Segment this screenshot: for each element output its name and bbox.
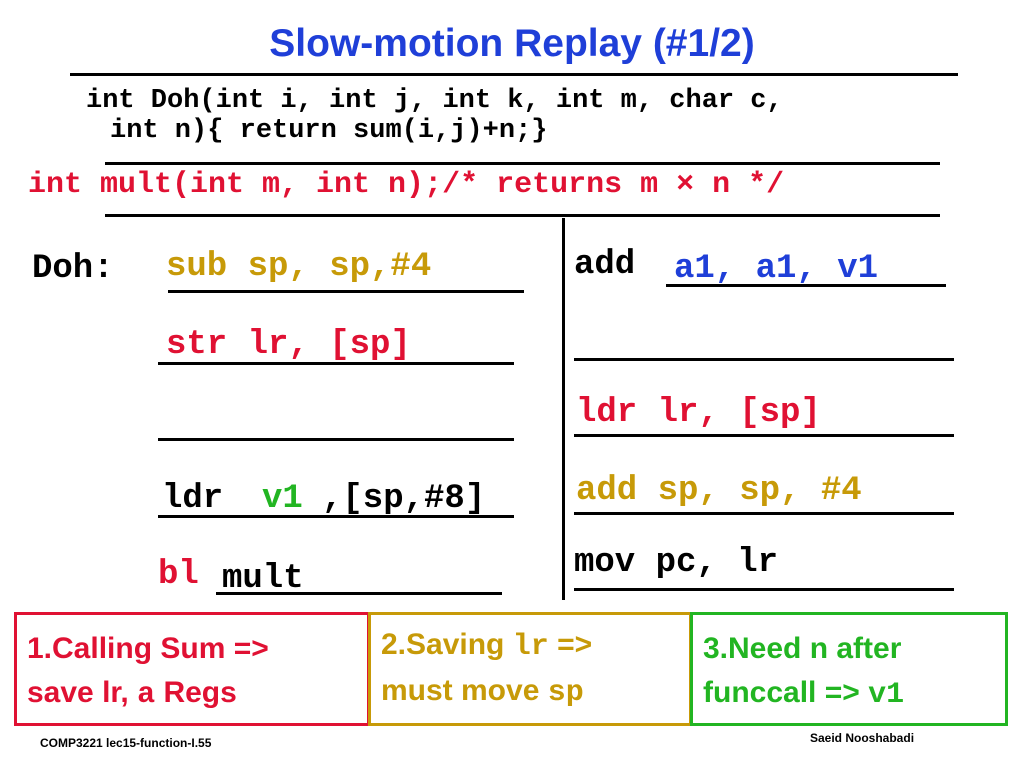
mult-prototype: int mult(int m, int n);/* returns m × n … xyxy=(28,168,785,202)
note2-line2-mono: sp xyxy=(547,676,584,710)
code-column-divider xyxy=(562,218,565,600)
note1-line2-mono: a xyxy=(137,678,156,712)
note1-line2-post: Regs xyxy=(155,676,237,709)
left-line5-blank xyxy=(216,592,502,595)
left-line4-op: ldr xyxy=(162,480,224,518)
left-line4-reg: v1 xyxy=(262,480,303,518)
doh-prototype-line1: int Doh(int i, int j, int k, int m, char… xyxy=(86,86,783,116)
left-line2-code: str lr, [sp] xyxy=(166,326,411,364)
note3-line2: funccall => v1 xyxy=(703,671,995,717)
note2-line2-pre: must move xyxy=(381,674,548,707)
note-box-need-n: 3.Need n after funccall => v1 xyxy=(690,612,1008,726)
right-line1-args: a1, a1, v1 xyxy=(674,250,879,288)
note2-line1-pre: 2.Saving xyxy=(381,628,513,661)
left-line1-blank xyxy=(168,290,524,293)
right-line3-blank xyxy=(574,434,954,437)
right-line5-code: mov pc, lr xyxy=(574,544,779,582)
right-line3-code: ldr lr, [sp] xyxy=(576,394,821,432)
left-line4-blank xyxy=(158,515,514,518)
left-line5-op: bl xyxy=(158,556,199,594)
right-line2-blank xyxy=(574,358,954,361)
note1-line1: 1.Calling Sum => xyxy=(27,632,269,665)
left-line2-blank xyxy=(158,362,514,365)
note3-line1: 3.Need n after xyxy=(703,632,902,665)
note-box-saving-lr: 2.Saving lr => must move sp xyxy=(368,612,692,726)
footer-course-label: COMP3221 lec15-function-I.55 xyxy=(40,736,212,750)
title-underline xyxy=(70,73,958,76)
note2-line2: must move sp xyxy=(381,669,679,715)
note2-line1-post: => xyxy=(548,628,593,661)
note3-line2-pre: funccall => xyxy=(703,676,869,709)
note-box-calling-sum: 1.Calling Sum => save lr, a Regs xyxy=(14,612,370,726)
right-line1-op: add xyxy=(574,246,636,284)
right-line5-blank xyxy=(574,588,954,591)
doh-label: Doh: xyxy=(32,250,114,288)
note1-line2: save lr, a Regs xyxy=(27,671,357,717)
note2-line1: 2.Saving lr => xyxy=(381,623,679,669)
right-line4-code: add sp, sp, #4 xyxy=(576,472,862,510)
left-line1-code: sub sp, sp,#4 xyxy=(166,248,432,286)
note3-line2-mono: v1 xyxy=(868,678,905,712)
left-line4-suffix: ,[sp,#8] xyxy=(322,480,486,518)
left-line3-blank xyxy=(158,438,514,441)
slide-title: Slow-motion Replay (#1/2) xyxy=(269,22,755,65)
footer-author: Saeid Nooshabadi xyxy=(810,731,915,745)
prototype-separator-top xyxy=(105,162,940,165)
right-line4-blank xyxy=(574,512,954,515)
right-line1-blank xyxy=(666,284,946,287)
note1-line2-pre: save lr, xyxy=(27,676,138,709)
note2-line1-mono: lr xyxy=(512,630,549,664)
doh-prototype-line2: int n){ return sum(i,j)+n;} xyxy=(110,116,548,146)
left-line5-target: mult xyxy=(222,560,304,598)
prototype-separator-bottom xyxy=(105,214,940,217)
